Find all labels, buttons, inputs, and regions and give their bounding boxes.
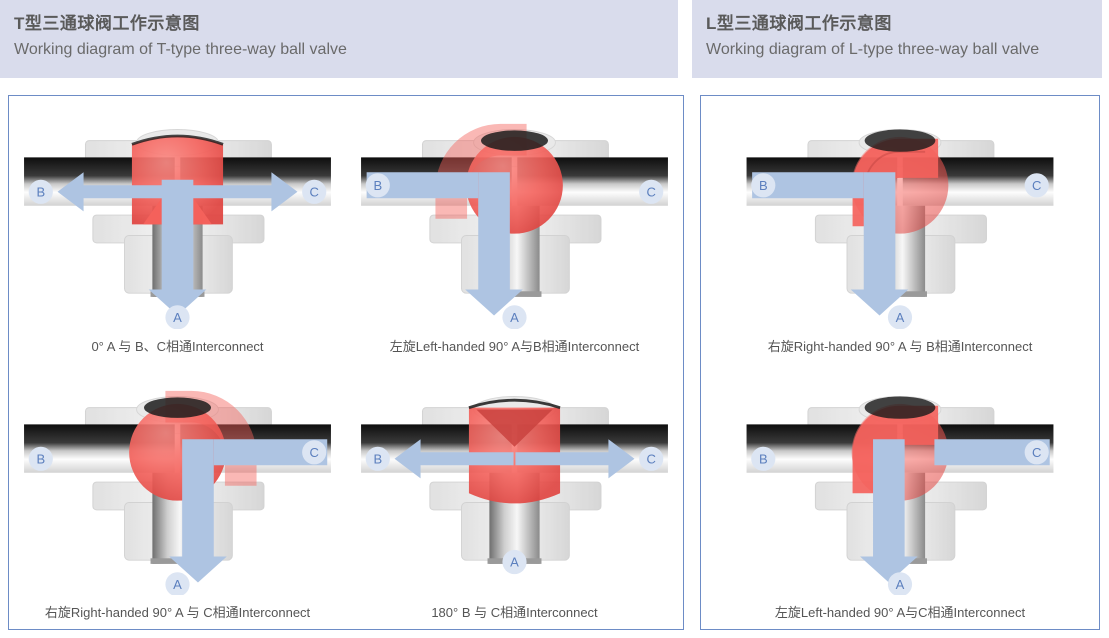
port-label-C: C (647, 184, 656, 199)
port-label-A: A (173, 310, 182, 325)
port-labels: B C A (365, 173, 664, 329)
port-label-C: C (310, 444, 319, 459)
diagram-cell: B C A 右旋Right-handed 90° A 与 B相通Intercon… (701, 96, 1099, 363)
port-label-A: A (510, 554, 519, 569)
diagram-caption: 左旋Left-handed 90° A与B相通Interconnect (389, 338, 640, 354)
valve-illustration-t-0deg: B C A (9, 96, 346, 329)
arrow-right-out (515, 438, 635, 478)
port-label-B: B (759, 178, 768, 193)
diagram-caption: 右旋Right-handed 90° A 与 B相通Interconnect (767, 338, 1033, 354)
arrow-down-out (169, 438, 227, 582)
arrow-right-in (213, 438, 328, 465)
flow-arrows (57, 172, 298, 316)
flow-arrows (752, 172, 909, 316)
flow-arrows (394, 438, 635, 478)
arrow-right-in (934, 438, 1050, 465)
diagram-cell: B C A 左旋Left-handed 90° A与B相通Interconnec… (346, 96, 683, 363)
port-label-circle-C (639, 179, 664, 204)
port-label-circle-C (1024, 173, 1049, 198)
panel-l-type: L型三通球阀工作示意图 Working diagram of L-type th… (692, 0, 1109, 638)
port-label-circle-B (365, 446, 390, 471)
diagram-cell: B C A 180° B 与 C相通Interconnect (346, 363, 683, 630)
diagram-caption: 0° A 与 B、C相通Interconnect (91, 338, 264, 354)
valve-illustration-t-180deg: B C A (346, 363, 683, 596)
diagram-caption: 180° B 与 C相通Interconnect (431, 605, 598, 620)
port-label-circle-B (751, 446, 776, 471)
port-labels: B C A (751, 173, 1049, 329)
arrow-down-out (860, 438, 918, 582)
port-label-B: B (36, 451, 45, 466)
valve-illustration-l-right90: B C A (701, 96, 1099, 329)
flow-arrows (366, 172, 523, 316)
diagram-grid-t-type: B C A 0° A 与 B、C相通Interconnect (9, 96, 683, 629)
port-label-circle-C (302, 439, 327, 464)
port-label-circle-A (502, 549, 527, 574)
port-label-circle-C (302, 179, 327, 204)
port-label-circle-A (502, 305, 527, 329)
port-labels: B C A (751, 439, 1049, 595)
port-label-circle-A (887, 571, 913, 595)
port-label-A: A (896, 576, 905, 591)
panel-title-en: Working diagram of L-type three-way ball… (706, 41, 1040, 58)
diagram-cell: B C A 0° A 与 B、C相通Interconnect (9, 96, 346, 363)
arrow-left-in (752, 172, 864, 199)
arrow-left-out (57, 172, 177, 212)
port-label-A: A (510, 310, 519, 325)
arrow-left-in (366, 172, 479, 199)
port-label-circle-B (28, 179, 53, 204)
port-label-circle-C (1024, 439, 1049, 464)
arrow-left-out (394, 438, 514, 478)
valve-illustration-t-left90: B C A (346, 96, 683, 329)
flow-arrows (860, 438, 1050, 582)
diagram-frame-l-type: B C A 右旋Right-handed 90° A 与 B相通Intercon… (700, 95, 1100, 630)
port-labels: B C A (365, 446, 664, 574)
diagram-caption: 左旋Left-handed 90° A与C相通Interconnect (774, 605, 1026, 620)
port-label-circle-C (639, 446, 664, 471)
diagram-frame-t-type: B C A 0° A 与 B、C相通Interconnect (8, 95, 684, 630)
port-label-B: B (373, 451, 382, 466)
diagram-cell: B C A 右旋Right-handed 90° A 与 C相通Intercon… (9, 363, 346, 630)
port-label-A: A (173, 576, 182, 591)
valve-illustration-l-left90: B C A (701, 363, 1099, 595)
flow-channel-straight (468, 398, 561, 503)
arrow-down-out (850, 172, 909, 316)
flow-arrows (169, 438, 328, 582)
port-label-circle-A (165, 571, 190, 595)
diagram-grid-l-type: B C A 右旋Right-handed 90° A 与 B相通Intercon… (701, 96, 1099, 629)
panel-t-type: T型三通球阀工作示意图 Working diagram of T-type th… (0, 0, 684, 630)
port-label-C: C (647, 451, 656, 466)
diagram-caption: 右旋Right-handed 90° A 与 C相通Interconnect (44, 605, 311, 620)
port-label-circle-B (751, 173, 776, 198)
port-label-A: A (896, 310, 905, 325)
port-labels: B C A (28, 179, 327, 329)
port-label-circle-A (887, 305, 913, 329)
port-label-B: B (36, 184, 45, 199)
port-label-C: C (310, 184, 319, 199)
panel-header-l-type: L型三通球阀工作示意图 Working diagram of L-type th… (692, 0, 1102, 78)
port-label-circle-B (28, 446, 53, 471)
panel-title-en: Working diagram of T-type three-way ball… (14, 41, 347, 58)
arrow-right-out (178, 172, 298, 212)
panel-header-t-type: T型三通球阀工作示意图 Working diagram of T-type th… (0, 0, 678, 78)
arrow-down-out (148, 179, 207, 316)
port-label-B: B (373, 178, 382, 193)
arrow-down-out (465, 172, 523, 316)
port-labels: B C A (28, 439, 327, 595)
port-label-B: B (759, 451, 768, 466)
diagram-cell: B C A 左旋Left-handed 90° A与C相通Interconnec… (701, 363, 1099, 630)
panel-title-cn: L型三通球阀工作示意图 (706, 14, 892, 33)
port-label-C: C (1032, 178, 1041, 193)
panel-title-cn: T型三通球阀工作示意图 (14, 14, 200, 33)
port-label-circle-A (165, 305, 190, 329)
port-label-circle-B (365, 173, 390, 198)
valve-illustration-t-right90: B C A (9, 363, 346, 595)
port-label-C: C (1032, 444, 1041, 459)
